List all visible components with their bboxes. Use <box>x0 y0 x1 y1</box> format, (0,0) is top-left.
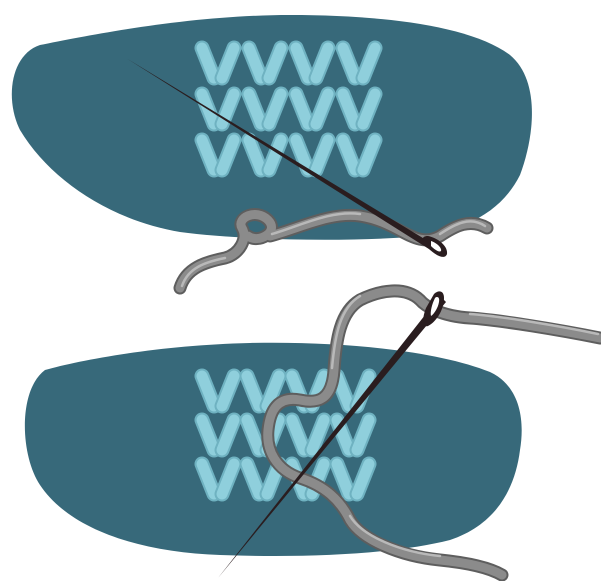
step-1-panel <box>12 15 532 288</box>
step-2-panel <box>25 291 600 578</box>
